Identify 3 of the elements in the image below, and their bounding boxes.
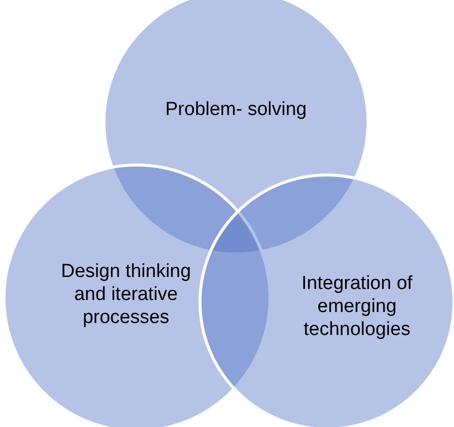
circle-label: Design thinking and iterative processes xyxy=(60,260,192,329)
circle-label: Integration of emerging technologies xyxy=(300,272,414,341)
circle-label: Problem- solving xyxy=(164,98,308,121)
